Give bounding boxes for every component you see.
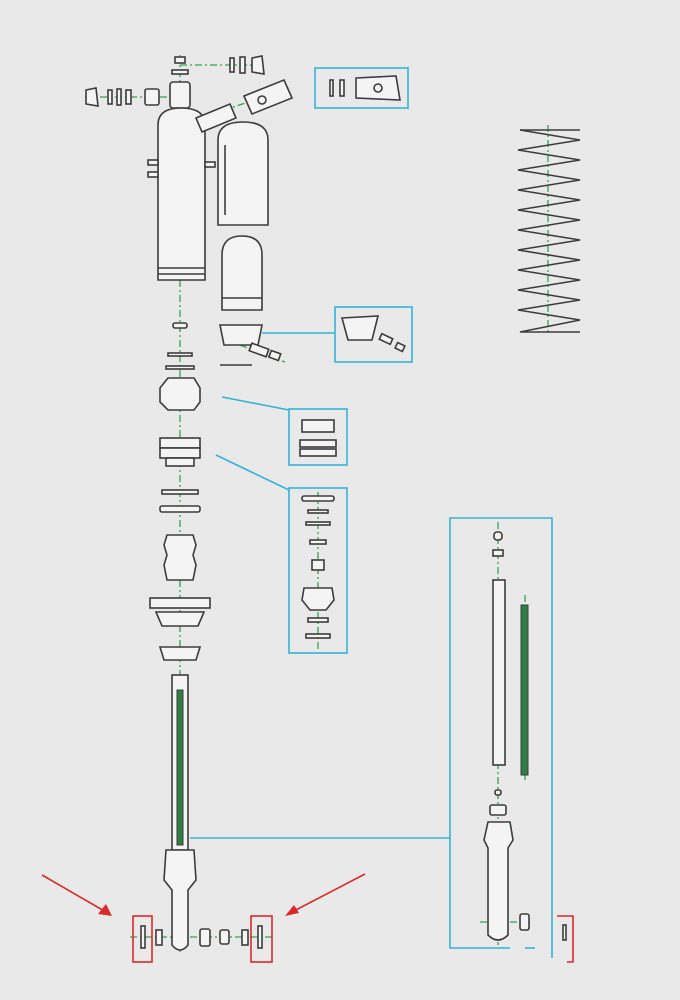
eyelet-hardware bbox=[140, 925, 263, 949]
piggyback-reservoir bbox=[217, 121, 269, 226]
damper-stack bbox=[149, 322, 211, 661]
reservoir-bladder bbox=[221, 235, 263, 311]
top-right-adjuster-stack bbox=[229, 55, 265, 75]
damper-shaft bbox=[171, 674, 189, 851]
highlight-left-washer bbox=[41, 874, 153, 963]
main-body bbox=[147, 107, 216, 281]
highlight-right-washer bbox=[250, 873, 366, 963]
callout-shaft-detail bbox=[190, 517, 574, 963]
lower-eyelet bbox=[163, 849, 197, 951]
coil-spring bbox=[517, 129, 581, 333]
centerlines bbox=[85, 55, 549, 955]
reservoir-cap bbox=[219, 324, 282, 366]
callout-valve-detail bbox=[314, 67, 409, 109]
top-screw bbox=[171, 56, 189, 75]
left-adjuster-stack bbox=[85, 81, 191, 109]
angled-fitting bbox=[194, 78, 294, 134]
callout-cap-detail bbox=[262, 306, 413, 363]
callout-valving-detail bbox=[215, 454, 348, 654]
callout-piston-detail bbox=[221, 396, 348, 466]
